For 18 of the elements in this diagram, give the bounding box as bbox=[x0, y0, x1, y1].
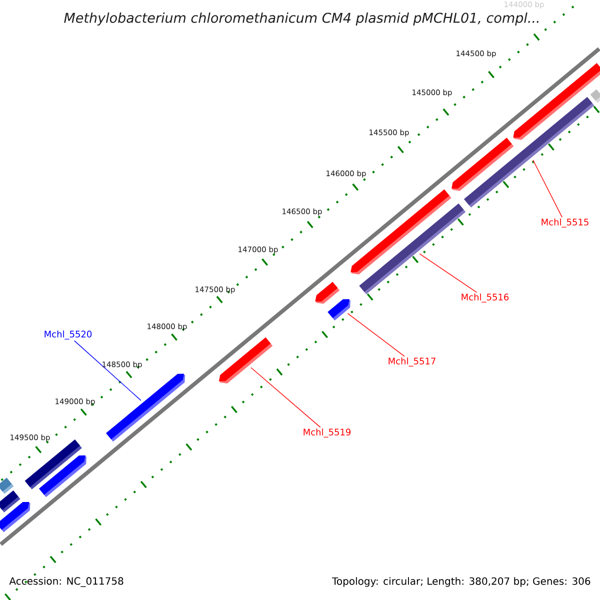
leader-line bbox=[250, 367, 321, 428]
gene-label: Mchl_5517 bbox=[388, 358, 436, 366]
gene-bar bbox=[359, 204, 466, 294]
leader-line bbox=[347, 313, 405, 357]
leader-line bbox=[532, 160, 562, 218]
leader-line bbox=[74, 340, 142, 401]
gene-label: Mchl_5519 bbox=[304, 428, 351, 438]
footer-text: Topology: circular; Length: 380,207 bp; Genes: 306 bbox=[332, 577, 590, 587]
gene-bar bbox=[328, 299, 350, 320]
gene-bar bbox=[464, 97, 594, 208]
gene-bar bbox=[218, 337, 273, 384]
gene-label: Mchl_5515 bbox=[542, 218, 588, 228]
gene-label: Mchl_5520 bbox=[44, 330, 92, 340]
title: Methylobacterium chloromethanicum CM4 plasmid pMCHL01, compl... bbox=[64, 12, 538, 26]
footer-text: Accession: NC_011758 bbox=[9, 577, 124, 587]
leader-line bbox=[419, 253, 477, 293]
gene-bar bbox=[106, 374, 186, 442]
gene-label: Mchl_5516 bbox=[462, 294, 509, 302]
